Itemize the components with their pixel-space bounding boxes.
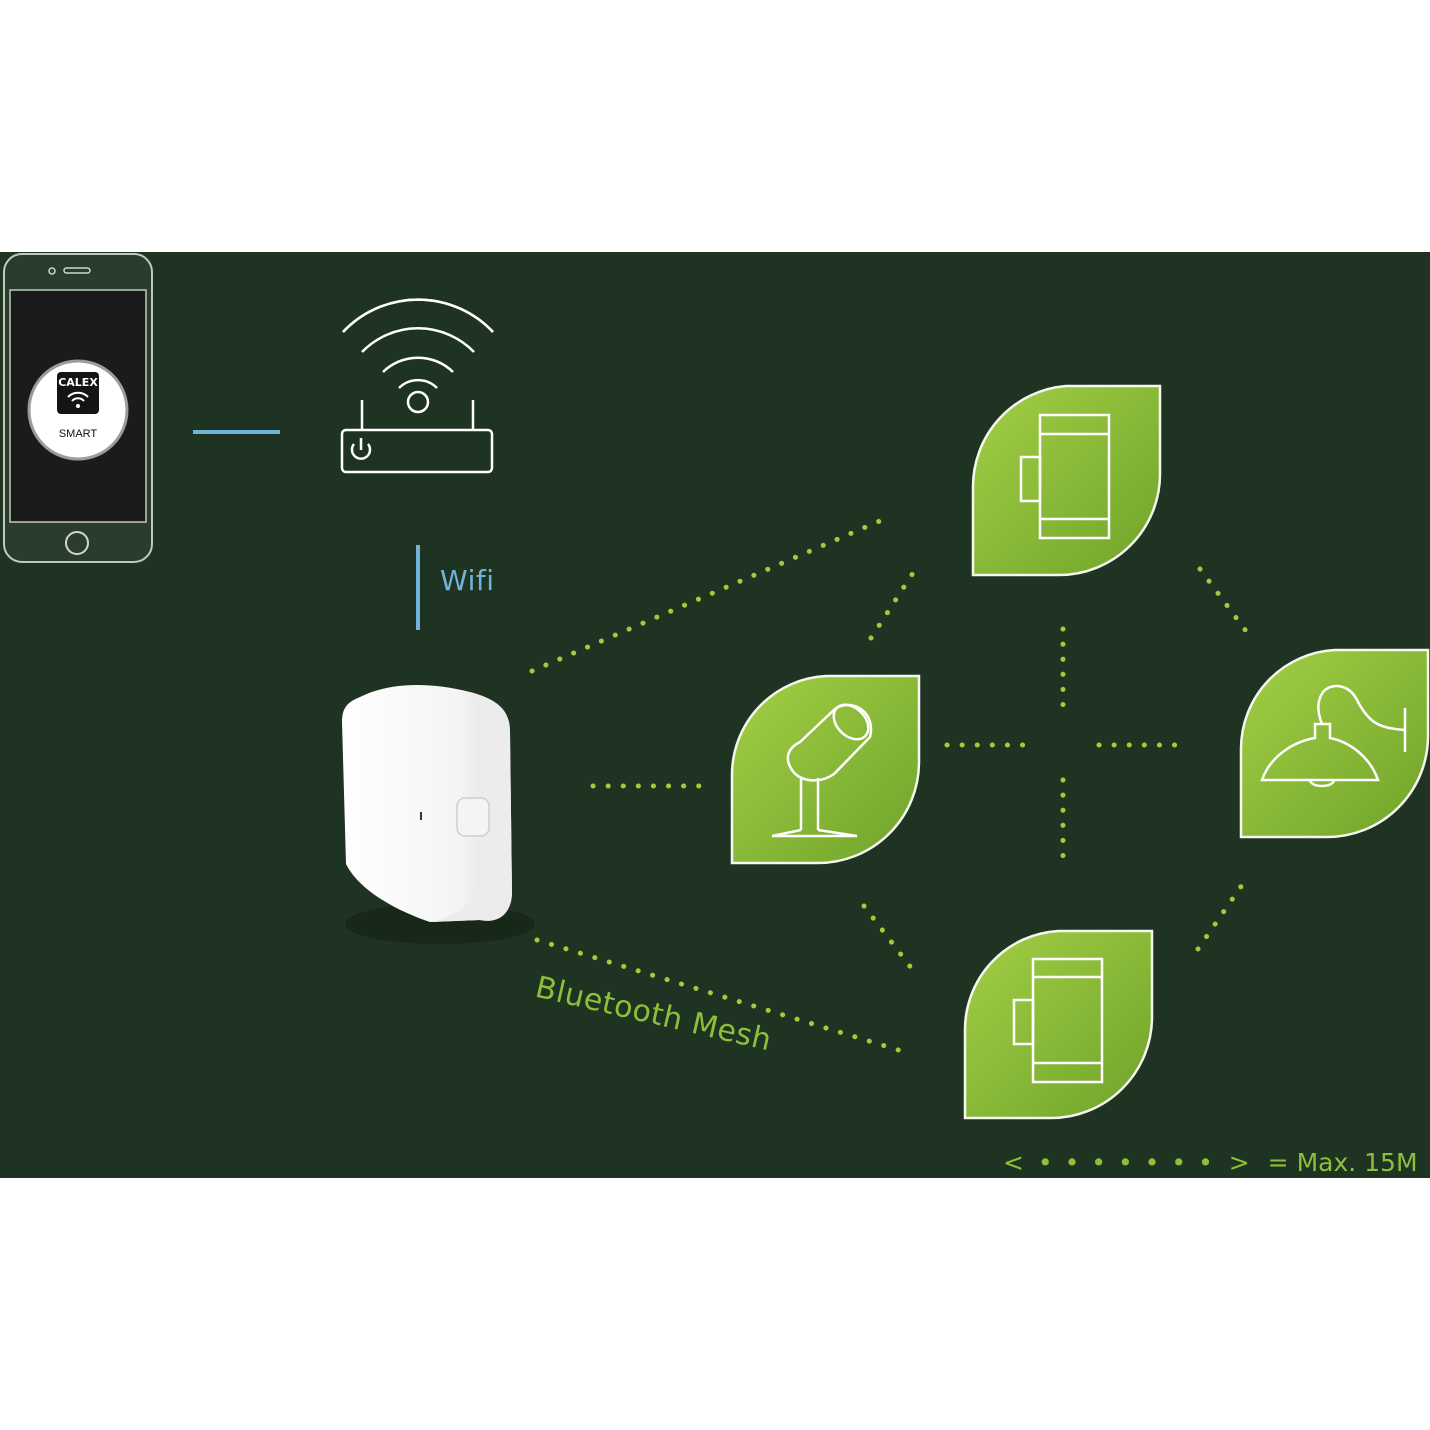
wall-light-icon-2 [1012, 957, 1104, 1084]
network-diagram: CALEX SMART [3, 253, 1430, 1120]
app-brand-text: CALEX [58, 376, 98, 389]
gateway-device [342, 685, 535, 944]
mesh-connections [529, 517, 1249, 1055]
app-label-text: SMART [59, 428, 98, 440]
link-walltop-lamp [1197, 566, 1249, 634]
range-legend: < • • • • • • • > = Max. 15M [1003, 1148, 1418, 1177]
legend-text: = Max. 15M [1267, 1148, 1418, 1177]
link-spot-walltop [868, 570, 916, 641]
spotlight-node [730, 674, 921, 865]
gooseneck-lamp-node [1239, 648, 1430, 839]
link-gateway-walltop [529, 517, 885, 674]
router-icon [340, 298, 494, 474]
spotlight-icon [771, 703, 873, 838]
diagram-panel: CALEX SMART [0, 252, 1430, 1178]
wifi-label: Wifi [440, 564, 495, 597]
wall-light-bottom-node [963, 929, 1154, 1120]
legend-right-arrow: > [1228, 1148, 1250, 1177]
legend-left-arrow: < [1003, 1148, 1024, 1177]
legend-dots: • • • • • • • [1037, 1148, 1215, 1177]
smartphone-icon: CALEX SMART [3, 253, 153, 563]
link-wallbottom-lamp [1195, 882, 1245, 952]
wall-light-top-node [971, 384, 1162, 577]
link-spot-wallbottom [861, 903, 915, 972]
gooseneck-lamp-icon [1260, 684, 1407, 788]
wall-light-icon [1019, 413, 1111, 540]
